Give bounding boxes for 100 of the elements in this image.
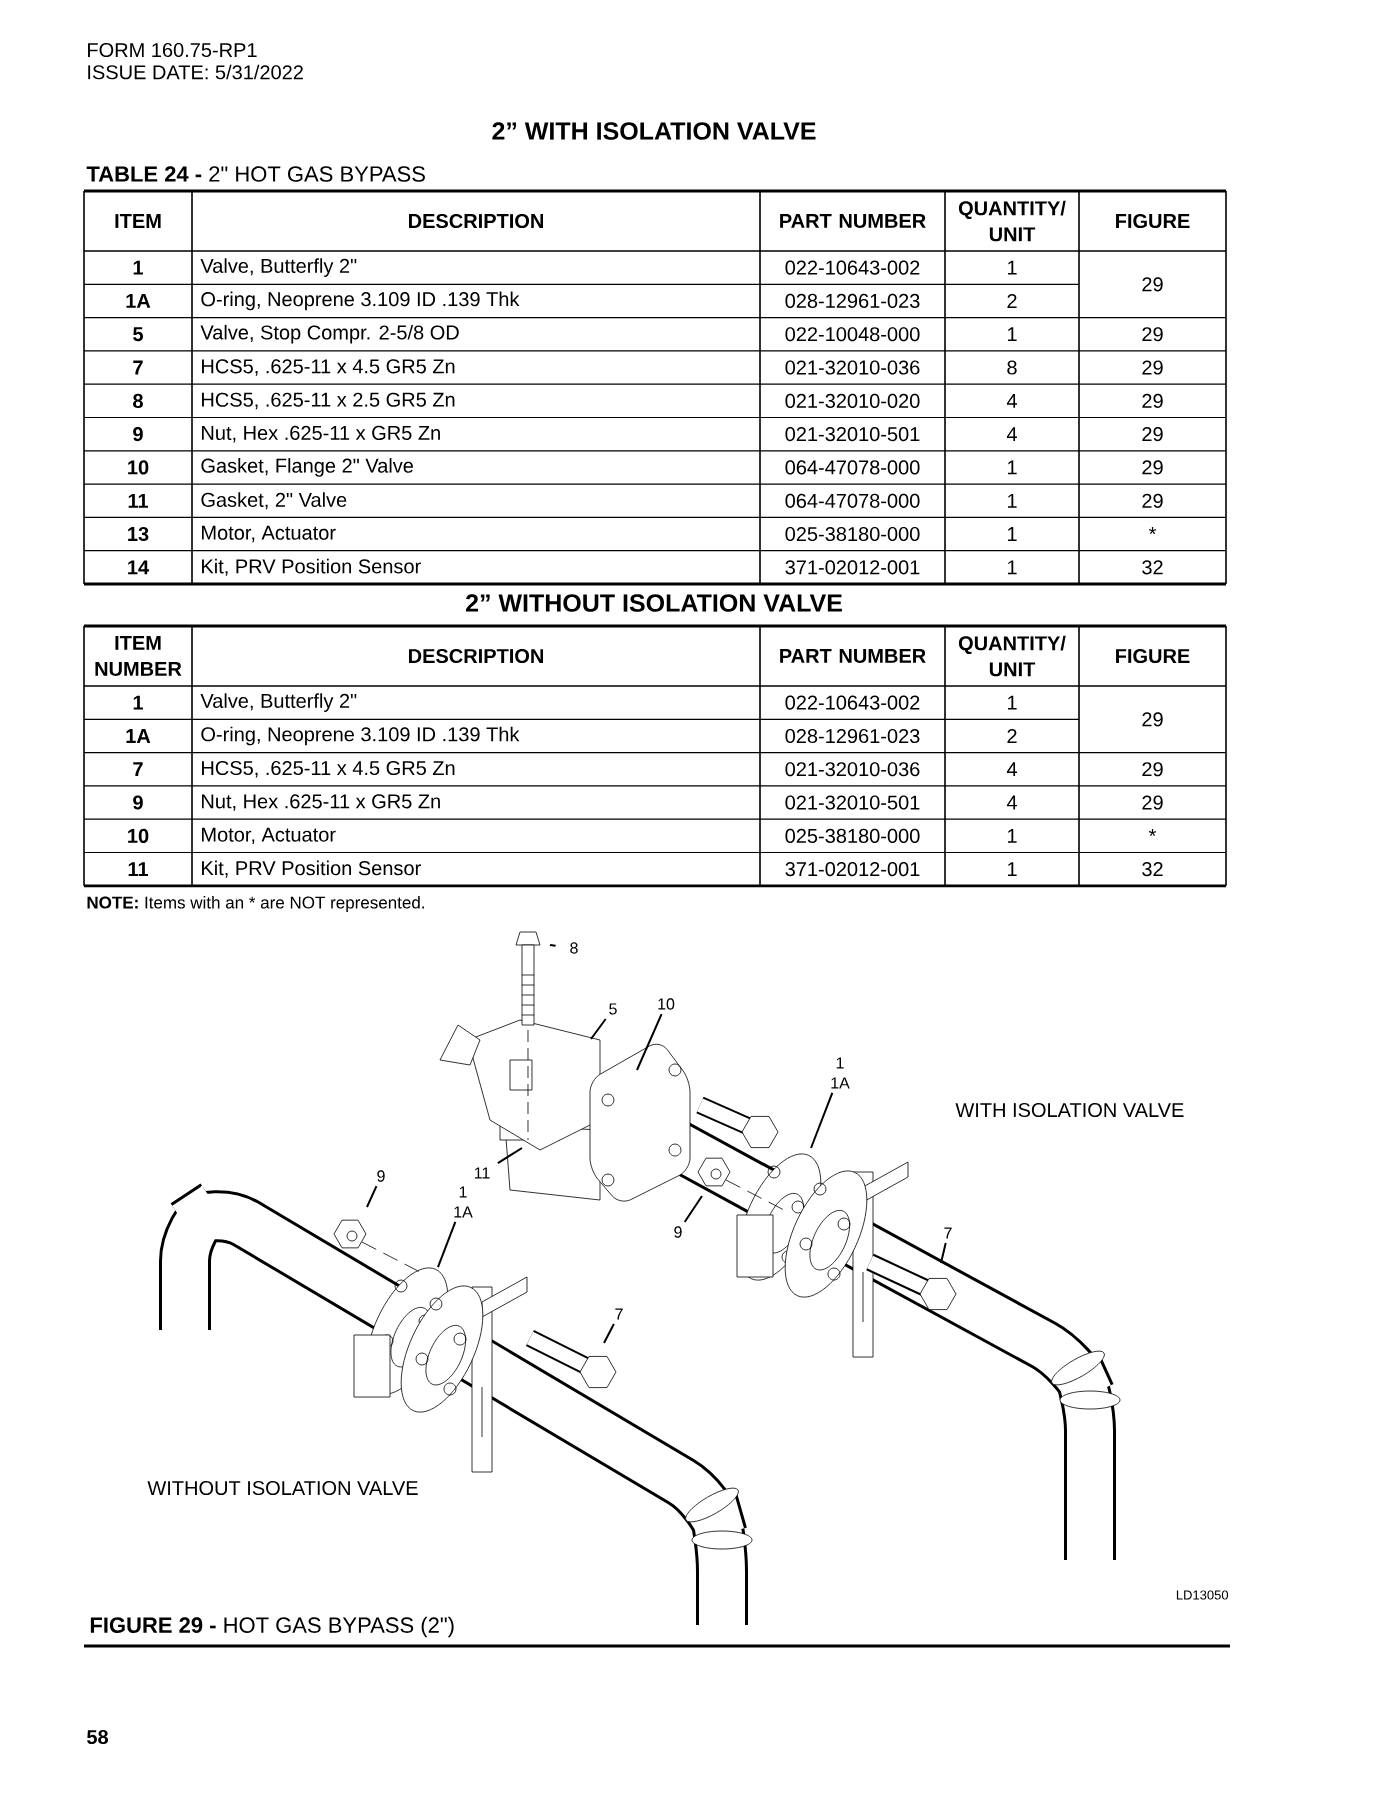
table-cell: 021-32010-501 — [785, 795, 920, 810]
table-cell: * — [1148, 527, 1157, 535]
leader-line — [590, 1018, 607, 1040]
column-header: PART NUMBER — [780, 649, 926, 663]
table-cell: 1 — [1008, 862, 1017, 876]
column-header: FIGURE — [1116, 213, 1190, 229]
column-header: PART NUMBER — [780, 214, 926, 228]
leader-line — [940, 1241, 947, 1264]
table-cell: 29 — [1142, 460, 1163, 475]
table-cell: 1 — [133, 695, 143, 710]
leader-line — [683, 1195, 703, 1223]
table-cell: 022-10643-002 — [785, 260, 920, 275]
table-cell: Motor, Actuator — [202, 827, 336, 845]
table-cell: HCS5, .625-11 x 4.5 GR5 Zn — [202, 760, 455, 778]
table-cell: O-ring, Neoprene 3.109 ID .139 Thk — [201, 291, 520, 311]
table-cell: 025-38180-000 — [785, 526, 920, 542]
table-cell: HCS5, .625-11 x 2.5 GR5 Zn — [202, 392, 455, 410]
table-cell: 4 — [1006, 795, 1017, 810]
table-cell: 025-38180-000 — [785, 828, 920, 843]
table-cell: 021-32010-036 — [785, 360, 920, 375]
table-cell: 29 — [1142, 393, 1163, 408]
table-cell: 021-32010-036 — [785, 762, 920, 777]
table-cell: 4 — [1006, 427, 1017, 441]
table-cell: 371-02012-001 — [785, 560, 920, 575]
table-cell: 2 — [1007, 729, 1017, 743]
table-cell: 8 — [1007, 360, 1017, 375]
table-cell: Gasket, 2" Valve — [201, 492, 347, 510]
table-cell: Nut, Hex .625-11 x GR5 Zn — [202, 794, 440, 811]
table-cell: 1 — [1008, 260, 1017, 275]
leader-line — [496, 1147, 523, 1165]
table-cell: 028-12961-023 — [785, 293, 920, 308]
table-cell: Kit, PRV Position Sensor — [202, 860, 421, 878]
table-cell: 028-12961-023 — [785, 728, 920, 744]
table-cell: 022-10643-002 — [785, 695, 920, 710]
table-cell: 29 — [1142, 712, 1163, 727]
table-cell: 9 — [133, 427, 143, 442]
column-header: ITEM NUMBER — [95, 636, 182, 676]
table-caption: TABLE 24 - 2" HOT GAS BYPASS — [86, 166, 425, 182]
column-header: FIGURE — [1116, 648, 1190, 664]
table-cell: 9 — [133, 795, 143, 810]
table-cell: 10 — [128, 460, 149, 475]
table-cell: HCS5, .625-11 x 4.5 GR5 Zn — [202, 359, 455, 376]
table-cell: Valve, Stop Compr. 2-5/8 OD — [200, 324, 459, 344]
assembly-label: WITHOUT ISOLATION VALVE — [147, 1480, 418, 1496]
table-cell: 8 — [133, 393, 143, 408]
callout-number: 8 — [570, 942, 578, 954]
table-cell: Gasket, Flange 2" Valve — [201, 458, 413, 477]
table-cell: Valve, Butterfly 2" — [200, 693, 357, 712]
column-header: QUANTITY/ UNIT — [958, 200, 1066, 242]
table-cell: 29 — [1142, 795, 1163, 810]
table-cell: O-ring, Neoprene 3.109 ID .139 Thk — [201, 726, 520, 746]
assembly-label: WITH ISOLATION VALVE — [955, 1102, 1184, 1118]
table-cell: 29 — [1142, 277, 1163, 292]
table-cell: 29 — [1142, 427, 1163, 442]
drawing-number: LD13050 — [1176, 1590, 1229, 1600]
leader-line — [549, 944, 557, 947]
callout-number: 1 1A — [454, 1186, 473, 1218]
table-cell: 1 — [1008, 829, 1017, 843]
table-cell: 1 — [1008, 493, 1017, 508]
table-cell: 11 — [128, 862, 148, 876]
table-cell: 064-47078-000 — [785, 460, 920, 475]
table-cell: 11 — [128, 493, 148, 508]
figure-caption: FIGURE 29 - HOT GAS BYPASS (2") — [90, 1616, 454, 1638]
heading: 2” WITH ISOLATION VALVE — [492, 122, 816, 140]
column-header: QUANTITY/ UNIT — [958, 635, 1066, 677]
table-cell: 1 — [1008, 560, 1017, 575]
callout-number: 7 — [944, 1227, 952, 1239]
column-header: DESCRIPTION — [409, 213, 543, 229]
callout-number: 9 — [377, 1170, 385, 1182]
note: NOTE: Items with an * are NOT represented. — [87, 896, 424, 912]
table-cell: 4 — [1006, 762, 1017, 777]
issue-date: ISSUE DATE: 5/31/2022 — [88, 64, 303, 80]
table-cell: 1 — [1008, 460, 1017, 475]
table-cell: 7 — [133, 360, 143, 375]
table-cell: 29 — [1142, 493, 1163, 508]
table-cell: 32 — [1142, 560, 1163, 575]
table-cell: 29 — [1142, 762, 1163, 777]
table-cell: 5 — [133, 327, 143, 342]
table-cell: Motor, Actuator — [202, 525, 336, 543]
leader-line — [437, 1220, 457, 1268]
table-cell: 1 — [1008, 327, 1017, 342]
leader-line — [603, 1322, 615, 1344]
callout-number: 1 1A — [831, 1057, 850, 1089]
callout-number: 5 — [609, 1003, 617, 1015]
table-cell: 064-47078-000 — [785, 493, 920, 508]
table-cell: 1A — [126, 729, 151, 743]
callout-number: 9 — [674, 1226, 682, 1238]
page-number: 58 — [87, 1729, 109, 1745]
table-cell: 371-02012-001 — [785, 862, 920, 877]
table-cell: 1 — [1008, 695, 1017, 710]
table-cell: 1A — [126, 294, 151, 308]
table-cell: 022-10048-000 — [785, 327, 920, 342]
callout-number: 11 — [474, 1167, 490, 1179]
form-number: FORM 160.75-RP1 — [88, 42, 257, 58]
table-cell: 1 — [1008, 527, 1017, 541]
table-cell: 29 — [1142, 327, 1163, 342]
table-cell: 021-32010-020 — [785, 393, 920, 408]
leader-line — [366, 1185, 378, 1208]
leader-line — [636, 1013, 663, 1071]
table-cell: 14 — [128, 560, 149, 575]
